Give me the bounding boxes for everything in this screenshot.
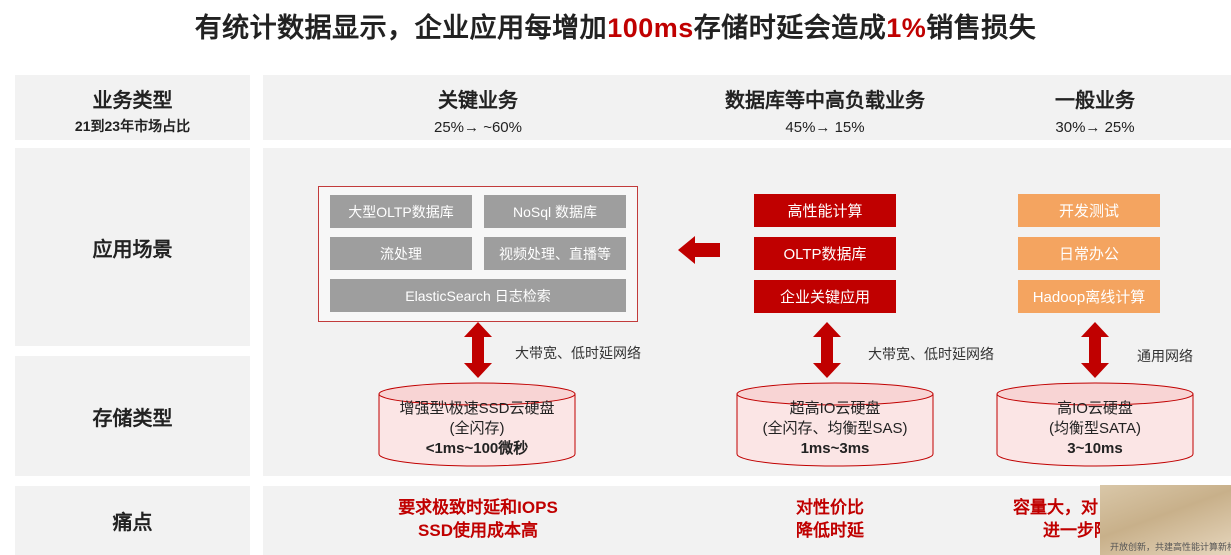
row-label-market-share: 21到23年市场占比 bbox=[74, 118, 191, 134]
critical-apps-cluster: 大型OLTP数据库 NoSql 数据库 流处理 视频处理、直播等 Elastic… bbox=[318, 186, 638, 322]
arrow-left-icon bbox=[678, 236, 720, 264]
network-note: 通用网络 bbox=[1137, 348, 1193, 364]
double-arrow-icon bbox=[813, 322, 841, 378]
column-header-general: 一般业务 bbox=[1055, 90, 1135, 112]
double-arrow-icon bbox=[1081, 322, 1109, 378]
column-share-database: 45%→ 15% bbox=[785, 119, 865, 136]
label-panel-pain bbox=[15, 486, 250, 555]
network-note: 大带宽、低时延网络 bbox=[515, 345, 641, 361]
pain-point-critical: 要求极致时延和IOPS SSD使用成本高 bbox=[368, 496, 588, 542]
double-arrow-icon bbox=[464, 322, 492, 378]
app-tag: Hadoop离线计算 bbox=[1018, 280, 1160, 313]
row-label-storage: 存储类型 bbox=[92, 407, 173, 430]
thumbnail-caption: 开放创新，共建高性能计算新格局 bbox=[1110, 542, 1231, 552]
app-tag: 大型OLTP数据库 bbox=[330, 195, 472, 228]
app-tag: 日常办公 bbox=[1018, 237, 1160, 270]
app-tag: 视频处理、直播等 bbox=[484, 237, 626, 270]
pain-point-database: 对性价比 降低时延 bbox=[745, 496, 915, 542]
app-tag: OLTP数据库 bbox=[754, 237, 896, 270]
pain-line: SSD使用成本高 bbox=[418, 521, 538, 540]
column-share-critical: 25%→ ~60% bbox=[434, 119, 522, 136]
row-label-business-type: 业务类型 bbox=[92, 90, 173, 112]
app-tag: 开发测试 bbox=[1018, 194, 1160, 227]
pain-line: 要求极致时延和IOPS bbox=[398, 498, 558, 517]
app-tag: ElasticSearch 日志检索 bbox=[330, 279, 626, 312]
disk-media: (全闪存) bbox=[449, 420, 505, 437]
disk-media: (均衡型SATA) bbox=[1049, 420, 1141, 437]
pain-line: 降低时延 bbox=[796, 521, 864, 540]
pain-panel bbox=[263, 486, 1231, 555]
title-text-3: 销售损失 bbox=[926, 13, 1037, 43]
disk-media: (全闪存、均衡型SAS) bbox=[762, 420, 908, 437]
app-tag: 高性能计算 bbox=[754, 194, 896, 227]
label-panel-scenario bbox=[15, 148, 250, 346]
disk-cylinder-high-io: 高IO云硬盘 (均衡型SATA) 3~10ms bbox=[996, 382, 1194, 468]
video-thumbnail[interactable]: 开放创新，共建高性能计算新格局 bbox=[1100, 485, 1231, 555]
disk-name: 增强型\极速SSD云硬盘 bbox=[399, 400, 555, 417]
column-header-database: 数据库等中高负载业务 bbox=[725, 90, 925, 112]
pain-point-general: 容量大，对 进一步降 bbox=[1005, 496, 1145, 542]
app-tag: NoSql 数据库 bbox=[484, 195, 626, 228]
disk-cylinder-ultra-io: 超高IO云硬盘 (全闪存、均衡型SAS) 1ms~3ms bbox=[736, 382, 934, 468]
pain-line: 容量大，对 bbox=[1013, 498, 1098, 517]
label-panel-storage bbox=[15, 356, 250, 476]
column-share-general: 30%→ 25% bbox=[1055, 119, 1135, 136]
disk-name: 高IO云硬盘 bbox=[1057, 400, 1133, 417]
header-panel bbox=[263, 75, 1231, 140]
disk-latency: <1ms~100微秒 bbox=[425, 440, 529, 457]
slide-title: 有统计数据显示，企业应用每增加100ms存储时延会造成1%销售损失 bbox=[0, 6, 1231, 45]
label-panel-type bbox=[15, 75, 250, 140]
title-text-1: 有统计数据显示，企业应用每增加 bbox=[194, 13, 608, 43]
app-tag: 流处理 bbox=[330, 237, 472, 270]
network-note: 大带宽、低时延网络 bbox=[868, 346, 994, 362]
title-text-2: 存储时延会造成 bbox=[693, 13, 887, 43]
app-tag: 企业关键应用 bbox=[754, 280, 896, 313]
disk-name: 超高IO云硬盘 bbox=[789, 400, 881, 417]
title-highlight-1pct: 1% bbox=[886, 13, 927, 43]
disk-cylinder-ssd: 增强型\极速SSD云硬盘 (全闪存) <1ms~100微秒 bbox=[378, 382, 576, 468]
pain-line: 对性价比 bbox=[796, 498, 864, 517]
row-label-scenario: 应用场景 bbox=[92, 238, 173, 261]
row-label-pain: 痛点 bbox=[112, 512, 153, 534]
title-highlight-100ms: 100ms bbox=[607, 13, 694, 43]
pain-line: 进一步降 bbox=[1043, 521, 1111, 540]
disk-latency: 3~10ms bbox=[1067, 440, 1123, 457]
disk-latency: 1ms~3ms bbox=[800, 440, 870, 457]
column-header-critical: 关键业务 bbox=[438, 90, 518, 112]
